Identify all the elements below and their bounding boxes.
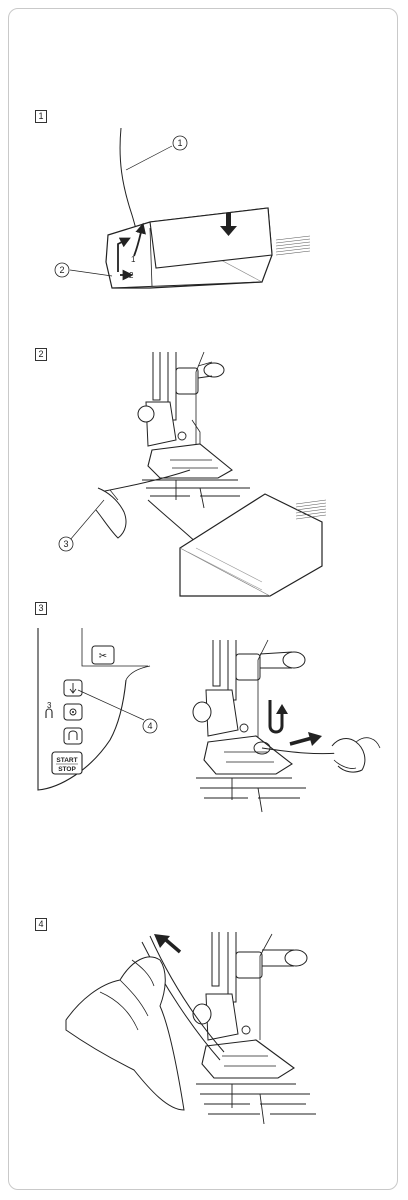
step2-illustration: 3 bbox=[59, 352, 326, 596]
reverse-button[interactable] bbox=[64, 728, 82, 744]
callout-2: 2 bbox=[59, 265, 64, 275]
hook-arrow-icon bbox=[270, 700, 282, 732]
cover-mark-2: 2 bbox=[129, 271, 134, 280]
start-label: START bbox=[56, 757, 77, 764]
reverse-icon bbox=[46, 709, 52, 718]
callout-3: 3 bbox=[63, 539, 68, 549]
callout-1: 1 bbox=[177, 138, 182, 148]
cover-mark-1: 1 bbox=[131, 255, 136, 264]
step4-illustration bbox=[66, 932, 316, 1124]
scissors-icon: ✂ bbox=[99, 651, 107, 662]
pull-right-arrow-icon bbox=[308, 732, 322, 746]
stop-label: STOP bbox=[58, 766, 76, 773]
step1-illustration: 1 2 1 2 bbox=[55, 128, 310, 288]
step3-illustration: 3 ✂ START STOP 4 bbox=[38, 628, 380, 812]
callout-4: 4 bbox=[147, 721, 152, 731]
